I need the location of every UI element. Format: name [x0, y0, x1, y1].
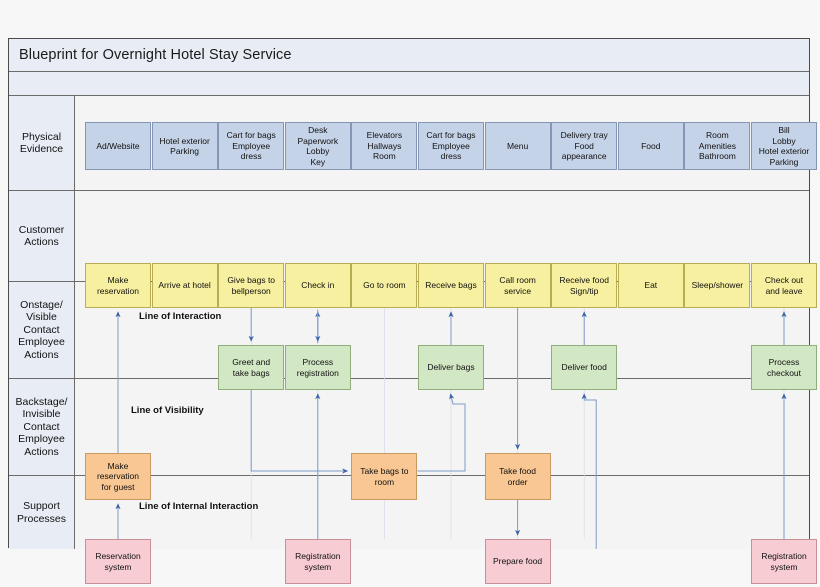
- onstage-box[interactable]: Deliver bags: [418, 345, 484, 390]
- customer-actions-label: Arrive at hotel: [158, 280, 211, 291]
- customer-actions-box[interactable]: Eat: [617, 263, 684, 308]
- onstage-box[interactable]: Deliver food: [551, 345, 618, 390]
- customer-actions-label: Check in: [301, 280, 335, 291]
- customer-actions-label: Eat: [644, 280, 658, 291]
- physical-evidence-label: Ad/Website: [96, 140, 140, 151]
- physical-evidence-box[interactable]: Menu: [484, 122, 551, 170]
- physical-evidence-box[interactable]: Ad/Website: [85, 122, 151, 170]
- page-title: Blueprint for Overnight Hotel Stay Servi…: [19, 47, 292, 63]
- customer-actions-box[interactable]: Check in: [284, 263, 351, 308]
- blueprint-title-bar: Blueprint for Overnight Hotel Stay Servi…: [9, 39, 809, 72]
- support-box[interactable]: Prepare food: [484, 539, 551, 584]
- separator-caption-line_of_interaction: Line of Interaction: [139, 311, 222, 322]
- blueprint-subheader-bar: [9, 72, 809, 96]
- physical-evidence-box[interactable]: Food: [617, 122, 684, 170]
- service-blueprint: Blueprint for Overnight Hotel Stay Servi…: [8, 38, 817, 584]
- separator-caption-line_of_visibility: Line of Visibility: [131, 405, 204, 416]
- customer-actions-box[interactable]: Arrive at hotel: [151, 263, 218, 308]
- customer-actions-box[interactable]: Sleep/shower: [684, 263, 751, 308]
- row-body-support: [75, 476, 809, 549]
- customer-actions-label: Sleep/shower: [691, 280, 744, 291]
- customer-actions-label: Go to room: [363, 280, 406, 291]
- support-label: Prepare food: [493, 556, 543, 567]
- separator-caption-line_of_internal_interaction: Line of Internal Interaction: [139, 501, 259, 512]
- customer-actions-box[interactable]: Go to room: [351, 263, 418, 308]
- customer-actions-label: Receive bags: [425, 280, 477, 291]
- onstage-label: Deliver food: [561, 362, 607, 373]
- onstage-label: Deliver bags: [427, 362, 475, 373]
- customer-actions-box[interactable]: Receive bags: [418, 263, 484, 308]
- row-body-backstage: [75, 379, 809, 475]
- physical-evidence-label: Menu: [506, 140, 529, 151]
- physical-evidence-label: Food: [641, 140, 661, 151]
